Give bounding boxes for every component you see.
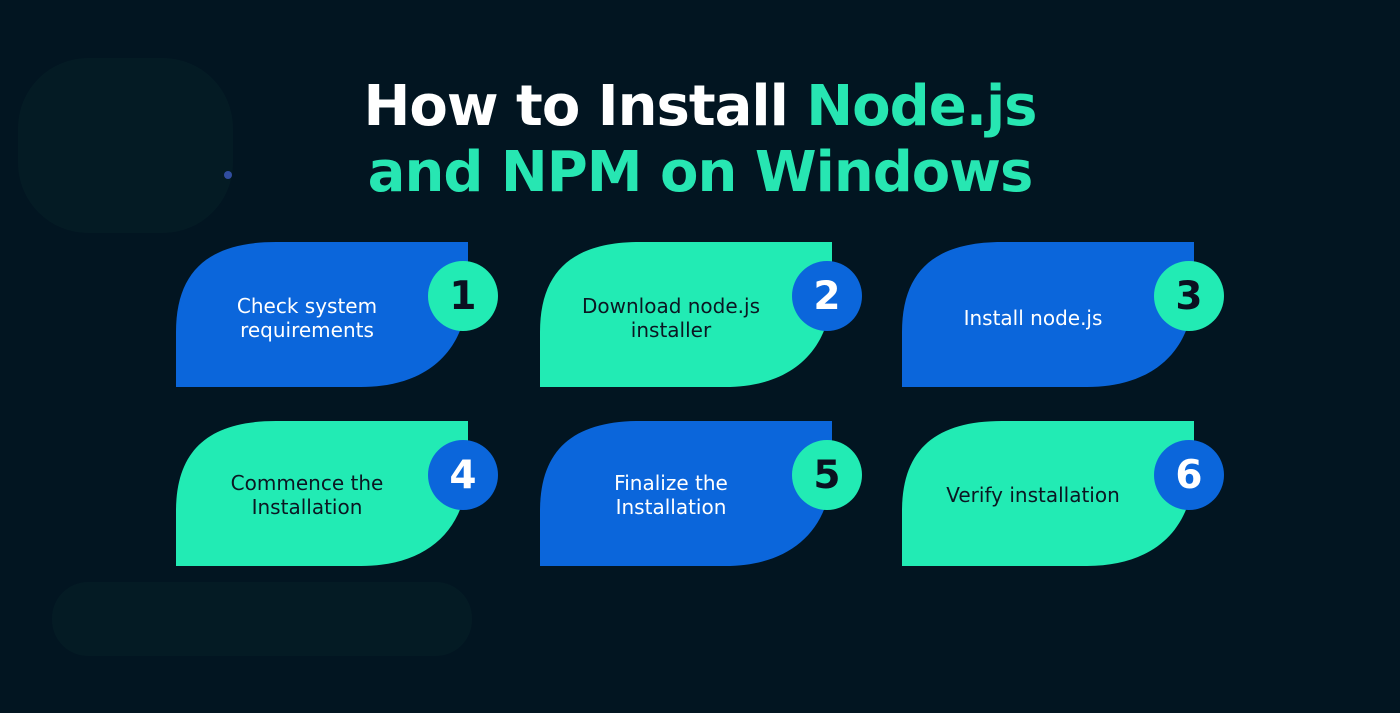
page-title: How to Install Node.js and NPM on Window… bbox=[0, 74, 1400, 206]
decorative-dot bbox=[224, 171, 232, 179]
step-3-label: Install node.js bbox=[963, 306, 1103, 330]
step-6-number: 6 bbox=[1175, 452, 1203, 498]
step-card-2-shape bbox=[540, 242, 832, 387]
step-5-number-badge: 5 bbox=[792, 440, 862, 510]
step-card-1: Check system requirements bbox=[176, 242, 468, 387]
step-card-5-shape bbox=[540, 421, 832, 566]
background-blob-top-left bbox=[18, 58, 233, 233]
step-card-6: Verify installation bbox=[902, 421, 1194, 566]
step-6-number-badge: 6 bbox=[1154, 440, 1224, 510]
background-blob-bottom-left bbox=[52, 582, 472, 656]
step-5-number: 5 bbox=[813, 452, 841, 498]
title-line-1: How to Install Node.js bbox=[0, 74, 1400, 140]
step-1-number: 1 bbox=[449, 273, 477, 319]
step-3-number-badge: 3 bbox=[1154, 261, 1224, 331]
step-1-number-badge: 1 bbox=[428, 261, 498, 331]
step-card-6-shape bbox=[902, 421, 1194, 566]
title-prefix: How to Install bbox=[363, 74, 807, 139]
step-4-number: 4 bbox=[449, 452, 477, 498]
step-3-number: 3 bbox=[1175, 273, 1203, 319]
title-highlight: Node.js bbox=[806, 74, 1037, 139]
step-2-label: Download node.js installer bbox=[581, 294, 761, 342]
step-1-label: Check system requirements bbox=[236, 294, 378, 342]
step-5-label: Finalize the Installation bbox=[614, 471, 728, 519]
step-card-3-shape bbox=[902, 242, 1194, 387]
step-2-number: 2 bbox=[813, 273, 841, 319]
step-card-1-shape bbox=[176, 242, 468, 387]
step-4-number-badge: 4 bbox=[428, 440, 498, 510]
step-card-4-shape bbox=[176, 421, 468, 566]
step-card-3: Install node.js bbox=[902, 242, 1194, 387]
step-card-4: Commence the Installation bbox=[176, 421, 468, 566]
title-line-2: and NPM on Windows bbox=[367, 140, 1034, 205]
step-2-number-badge: 2 bbox=[792, 261, 862, 331]
step-card-5: Finalize the Installation bbox=[540, 421, 832, 566]
step-6-label: Verify installation bbox=[946, 483, 1120, 507]
step-card-2: Download node.js installer bbox=[540, 242, 832, 387]
step-4-label: Commence the Installation bbox=[230, 471, 384, 519]
